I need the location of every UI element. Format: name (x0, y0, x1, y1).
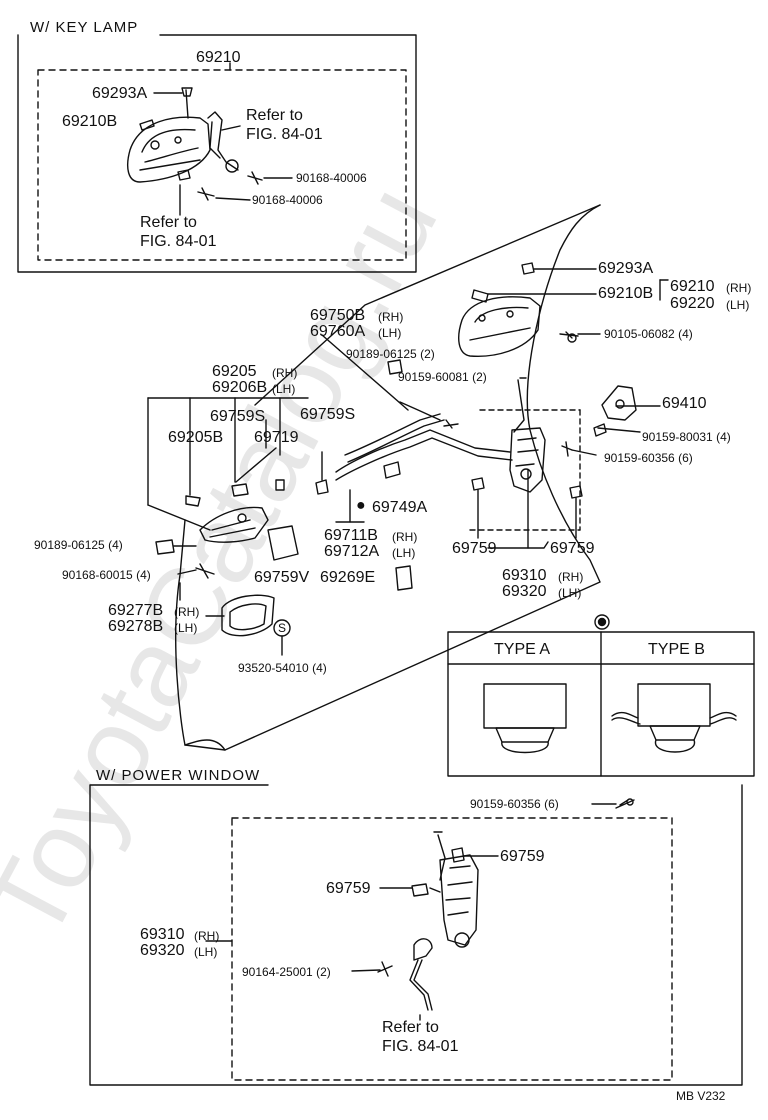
refer-to-1-line1: Refer to (246, 107, 303, 124)
part-93520-54010: 93520-54010 (4) (238, 661, 327, 675)
power-window-lock (411, 798, 635, 948)
key-lamp-frame (17, 34, 417, 273)
part-90168-60015: 90168-60015 (4) (62, 568, 151, 582)
part-69749a: 69749A (372, 499, 428, 516)
part-69277b-tag: (RH) (174, 605, 200, 619)
part-69205b: 69205B (168, 429, 224, 446)
part-69310-rh-tag: (RH) (558, 570, 584, 584)
refer-to-2-line2: FIG. 84-01 (140, 233, 217, 250)
part-90159-80031: 90159-80031 (4) (642, 430, 731, 444)
part-90159-60356-pw: 90159-60356 (6) (470, 797, 559, 811)
part-69205-rh-tag: (RH) (272, 366, 298, 380)
part-69320-pw: 69320 (140, 942, 185, 959)
part-69220-lh-tag: (LH) (726, 298, 750, 312)
refer-to-1-line2: FIG. 84-01 (246, 126, 323, 143)
part-90189-06125-2: 90189-06125 (2) (346, 347, 435, 361)
refer-to-2-line1: Refer to (140, 214, 197, 231)
refer-to-pw-line1: Refer to (382, 1019, 439, 1036)
part-90189-06125-4: 90189-06125 (4) (34, 538, 123, 552)
part-69210-rh: 69210 (670, 278, 715, 295)
part-69760a: 69760A (310, 323, 366, 340)
part-69410: 69410 (662, 395, 707, 412)
part-69759-pw-left: 69759 (326, 880, 371, 897)
part-69712a: 69712A (324, 543, 380, 560)
part-69759-right: 69759 (550, 540, 595, 557)
part-69320-pw-tag: (LH) (194, 945, 218, 959)
part-90159-60356: 90159-60356 (6) (604, 451, 693, 465)
part-69210-rh-tag: (RH) (726, 281, 752, 295)
outside-handle-assembly (458, 262, 579, 357)
part-69320-lh: 69320 (502, 583, 547, 600)
type-table (447, 614, 755, 777)
part-69278b: 69278B (108, 618, 164, 635)
rods (321, 334, 513, 481)
part-90168-40006-a: 90168-40006 (296, 171, 367, 185)
part-69278b-tag: (LH) (174, 621, 198, 635)
part-69210b: 69210B (598, 285, 654, 302)
part-69210b-key: 69210B (62, 113, 118, 130)
part-69759v: 69759V (254, 569, 310, 586)
part-69293a-key: 69293A (92, 85, 148, 102)
outside-handle-leaders (487, 268, 669, 335)
part-69711b-tag: (RH) (392, 530, 418, 544)
part-69749a-mark: ● (356, 497, 366, 514)
door-panel-outline (175, 204, 601, 751)
part-69712a-tag: (LH) (392, 546, 416, 560)
part-90105-06082: 90105-06082 (4) (604, 327, 693, 341)
part-69760a-tag: (LH) (378, 326, 402, 340)
key-lamp-handle (127, 87, 211, 183)
part-90168-40006-b: 90168-40006 (252, 193, 323, 207)
part-69719: 69719 (254, 429, 299, 446)
lower-left-parts (155, 489, 413, 656)
part-69269e: 69269E (320, 569, 376, 586)
part-69711b: 69711B (324, 527, 378, 544)
part-69220-lh: 69220 (670, 295, 715, 312)
s-mark: S (278, 621, 287, 635)
power-window-frame (89, 784, 743, 1086)
part-69759-pw-upper: 69759 (500, 848, 545, 865)
part-69205-rh: 69205 (212, 363, 257, 380)
part-69310-rh: 69310 (502, 567, 547, 584)
type-a-header: TYPE A (494, 641, 551, 658)
power-window-leaders (351, 803, 617, 1021)
part-69750b: 69750B (310, 307, 366, 324)
part-69206b-lh-tag: (LH) (272, 382, 296, 396)
figure-code: MB V232 (676, 1089, 726, 1103)
refer-to-pw-line2: FIG. 84-01 (382, 1038, 459, 1055)
section-title-power-window: W/ POWER WINDOW (96, 767, 261, 784)
part-69206b-lh: 69206B (212, 379, 268, 396)
type-b-header: TYPE B (648, 641, 705, 658)
part-69750b-tag: (RH) (378, 310, 404, 324)
part-69277b: 69277B (108, 602, 164, 619)
key-lamp-leaders (149, 92, 293, 216)
section-title-key-lamp: W/ KEY LAMP (30, 19, 139, 36)
part-90159-60081: 90159-60081 (2) (398, 370, 487, 384)
striker (593, 385, 637, 437)
inside-handle-assembly (147, 397, 329, 543)
door-lock-assembly (469, 377, 583, 531)
part-69293a: 69293A (598, 260, 654, 277)
part-69759s-b: 69759S (300, 406, 356, 423)
key-lamp-wire (197, 111, 263, 201)
part-69759-left: 69759 (452, 540, 497, 557)
part-69310-pw: 69310 (140, 926, 185, 943)
part-69320-lh-tag: (LH) (558, 586, 582, 600)
part-69759s-a: 69759S (210, 408, 266, 425)
part-69310-pw-tag: (RH) (194, 929, 220, 943)
part-90164-25001: 90164-25001 (2) (242, 965, 331, 979)
part-69210-key: 69210 (196, 49, 241, 66)
power-window-wire (377, 938, 433, 1011)
